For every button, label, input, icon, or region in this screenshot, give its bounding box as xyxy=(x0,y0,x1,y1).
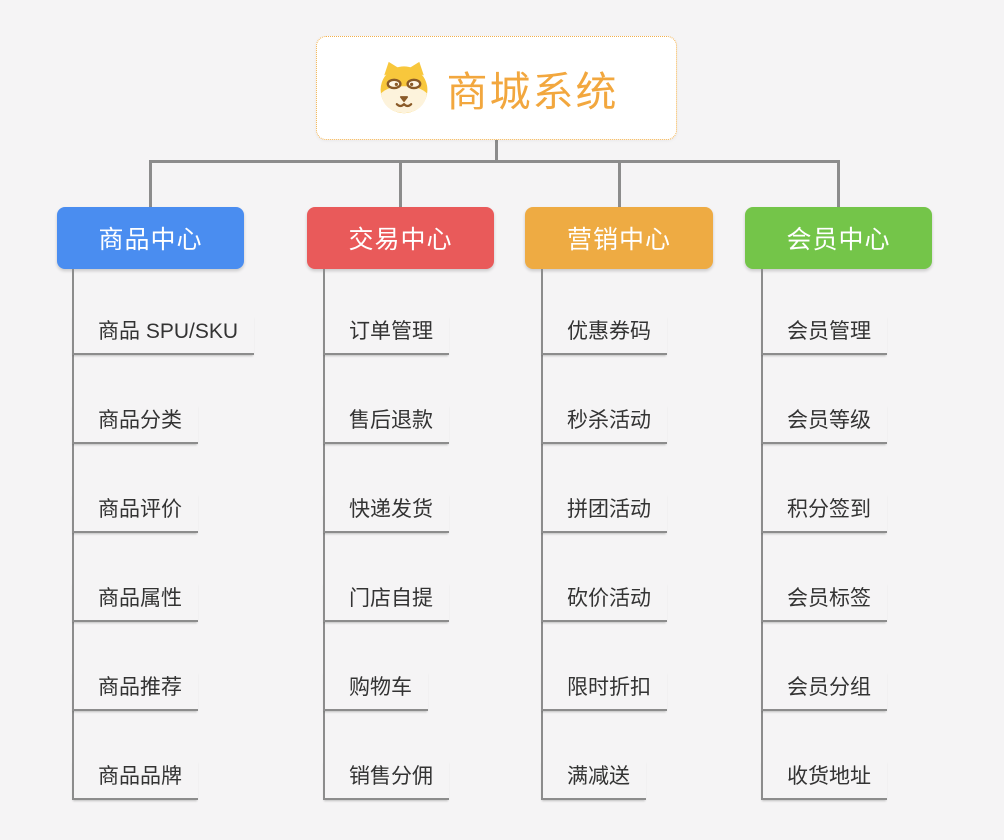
leaf-node: 售后退款 xyxy=(323,355,449,444)
leaf-node: 商品评价 xyxy=(72,444,254,533)
leaf-label[interactable]: 优惠券码 xyxy=(541,315,667,355)
leaf-label[interactable]: 购物车 xyxy=(323,671,428,711)
leaf-node: 秒杀活动 xyxy=(541,355,667,444)
branch-children-3: 优惠券码秒杀活动拼团活动砍价活动限时折扣满减送 xyxy=(541,269,667,800)
connector-branch-drop xyxy=(149,160,152,207)
leaf-node: 购物车 xyxy=(323,622,449,711)
root-node[interactable]: 商城系统 xyxy=(316,36,677,140)
leaf-label[interactable]: 收货地址 xyxy=(761,760,887,800)
leaf-node: 商品 SPU/SKU xyxy=(72,269,255,355)
branch-label: 交易中心 xyxy=(348,226,453,254)
leaf-node: 快递发货 xyxy=(323,444,449,533)
leaf-node: 商品分类 xyxy=(72,355,254,444)
branch-label: 营销中心 xyxy=(566,226,671,254)
leaf-label[interactable]: 商品分类 xyxy=(72,404,198,444)
leaf-label[interactable]: 会员管理 xyxy=(761,315,887,355)
leaf-node: 商品属性 xyxy=(72,533,254,622)
leaf-node: 商品推荐 xyxy=(72,622,254,711)
connector-branch-drop xyxy=(837,160,840,207)
leaf-label[interactable]: 会员等级 xyxy=(761,404,887,444)
leaf-node: 订单管理 xyxy=(323,269,449,355)
branch-node-4[interactable]: 会员中心 xyxy=(745,207,932,269)
connector-branch-drop xyxy=(617,160,621,207)
branch-node-2[interactable]: 交易中心 xyxy=(307,207,494,269)
connector-branch-drop xyxy=(399,160,402,207)
leaf-label[interactable]: 积分签到 xyxy=(761,493,887,533)
branch-node-3[interactable]: 营销中心 xyxy=(525,207,713,269)
connector-root-stub xyxy=(495,140,498,163)
leaf-label[interactable]: 商品属性 xyxy=(72,582,198,622)
connector-rail xyxy=(149,160,840,163)
leaf-label[interactable]: 会员分组 xyxy=(761,671,887,711)
leaf-label[interactable]: 商品 SPU/SKU xyxy=(72,315,255,355)
shiba-dog-icon xyxy=(375,61,433,115)
leaf-node: 会员标签 xyxy=(761,533,887,622)
leaf-label[interactable]: 快递发货 xyxy=(323,493,449,533)
leaf-label[interactable]: 售后退款 xyxy=(323,404,449,444)
branch-children-1: 商品 SPU/SKU 商品分类商品评价商品属性商品推荐商品品牌 xyxy=(72,269,255,800)
leaf-node: 收货地址 xyxy=(761,711,887,800)
leaf-node: 优惠券码 xyxy=(541,269,667,355)
leaf-label[interactable]: 门店自提 xyxy=(323,582,449,622)
leaf-label[interactable]: 砍价活动 xyxy=(541,582,667,622)
branch-children-4: 会员管理会员等级积分签到会员标签会员分组收货地址 xyxy=(761,269,887,800)
leaf-label[interactable]: 商品推荐 xyxy=(72,671,198,711)
branch-children-2: 订单管理售后退款快递发货门店自提购物车销售分佣 xyxy=(323,269,449,800)
leaf-label[interactable]: 商品评价 xyxy=(72,493,198,533)
leaf-label[interactable]: 会员标签 xyxy=(761,582,887,622)
leaf-node: 会员等级 xyxy=(761,355,887,444)
leaf-node: 会员分组 xyxy=(761,622,887,711)
leaf-node: 限时折扣 xyxy=(541,622,667,711)
leaf-label[interactable]: 销售分佣 xyxy=(323,760,449,800)
leaf-label[interactable]: 秒杀活动 xyxy=(541,404,667,444)
leaf-node: 商品品牌 xyxy=(72,711,254,800)
leaf-label[interactable]: 订单管理 xyxy=(323,315,449,355)
branch-label: 会员中心 xyxy=(786,226,891,254)
leaf-node: 积分签到 xyxy=(761,444,887,533)
leaf-node: 拼团活动 xyxy=(541,444,667,533)
leaf-node: 满减送 xyxy=(541,711,667,800)
root-title: 商城系统 xyxy=(446,69,619,115)
leaf-node: 销售分佣 xyxy=(323,711,449,800)
leaf-node: 会员管理 xyxy=(761,269,887,355)
leaf-node: 门店自提 xyxy=(323,533,449,622)
leaf-node: 砍价活动 xyxy=(541,533,667,622)
branch-node-1[interactable]: 商品中心 xyxy=(57,207,244,269)
leaf-label[interactable]: 拼团活动 xyxy=(541,493,667,533)
leaf-label[interactable]: 限时折扣 xyxy=(541,671,667,711)
branch-label: 商品中心 xyxy=(98,226,203,254)
leaf-label[interactable]: 满减送 xyxy=(541,760,646,800)
leaf-label[interactable]: 商品品牌 xyxy=(72,760,198,800)
